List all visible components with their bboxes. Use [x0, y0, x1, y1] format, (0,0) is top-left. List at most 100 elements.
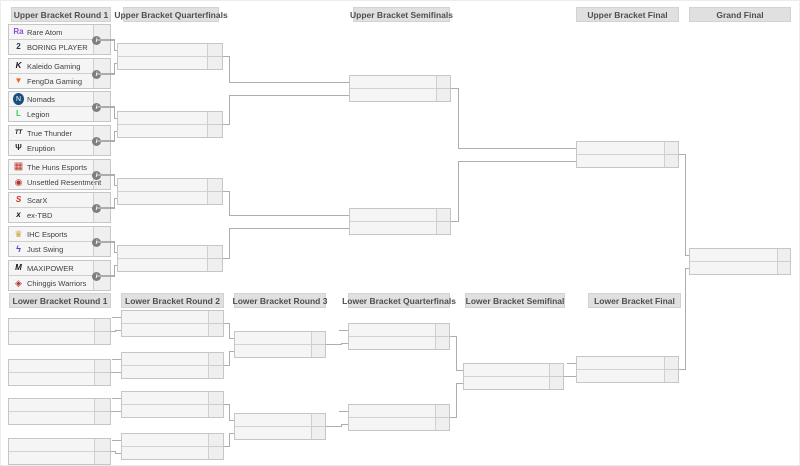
- team-logo: TT: [14, 130, 23, 136]
- team-slot[interactable]: [577, 142, 678, 154]
- match-ub-r1-1[interactable]: Ra Rare Atom 2 BORING PLAYER i: [8, 24, 111, 55]
- match-lb-r2-1[interactable]: [121, 310, 224, 337]
- match-ub-qf-3[interactable]: [117, 178, 223, 205]
- team-slot[interactable]: [9, 411, 110, 424]
- team-slot[interactable]: L Legion: [9, 106, 110, 121]
- team-slot[interactable]: N Nomads: [9, 92, 110, 106]
- match-lb-r1-1[interactable]: [8, 318, 111, 345]
- team-slot[interactable]: [118, 191, 222, 204]
- team-slot[interactable]: K Kaleido Gaming: [9, 59, 110, 73]
- connector-line: [679, 369, 686, 370]
- team-slot[interactable]: [690, 249, 790, 261]
- team-slot[interactable]: [349, 336, 449, 349]
- connector-line: [229, 56, 230, 83]
- team-slot[interactable]: [118, 56, 222, 69]
- connector-line: [112, 359, 121, 360]
- match-lb-r3-1[interactable]: [234, 331, 326, 358]
- match-lb-final[interactable]: [576, 356, 679, 383]
- team-slot[interactable]: [122, 365, 223, 378]
- connector-line: [229, 228, 349, 229]
- match-lb-r2-2[interactable]: [121, 352, 224, 379]
- info-icon[interactable]: i: [92, 70, 101, 79]
- team-slot[interactable]: [122, 404, 223, 417]
- match-ub-r1-4[interactable]: TT True Thunder Ψ Eruption i: [8, 125, 111, 156]
- team-slot[interactable]: S ScarX: [9, 193, 110, 207]
- match-lb-r1-2[interactable]: [8, 359, 111, 386]
- match-lb-sf-1[interactable]: [463, 363, 564, 390]
- team-slot[interactable]: [577, 154, 678, 167]
- match-ub-qf-1[interactable]: [117, 43, 223, 70]
- team-slot[interactable]: 2 BORING PLAYER: [9, 39, 110, 54]
- match-ub-sf-2[interactable]: [349, 208, 451, 235]
- match-lb-qf-2[interactable]: [348, 404, 450, 431]
- team-slot[interactable]: [349, 417, 449, 430]
- team-slot[interactable]: [118, 258, 222, 271]
- info-icon[interactable]: i: [92, 103, 101, 112]
- info-icon[interactable]: i: [92, 272, 101, 281]
- team-slot[interactable]: [118, 124, 222, 137]
- team-name: IHC Esports: [27, 229, 68, 239]
- team-slot[interactable]: Ra Rare Atom: [9, 25, 110, 39]
- info-icon[interactable]: i: [92, 137, 101, 146]
- team-slot[interactable]: [349, 324, 449, 336]
- team-name: Just Swing: [27, 244, 64, 254]
- team-slot[interactable]: [235, 344, 325, 357]
- connector-line: [115, 453, 121, 454]
- match-ub-r1-5[interactable]: ▦ The Huns Esports ◉ Unsettled Resentmen…: [8, 159, 111, 190]
- team-slot[interactable]: [122, 323, 223, 336]
- team-slot[interactable]: [122, 446, 223, 459]
- match-ub-r1-7[interactable]: ♛ IHC Esports ϟ Just Swing i: [8, 226, 111, 257]
- match-lb-r2-4[interactable]: [121, 433, 224, 460]
- team-slot[interactable]: x ex-TBD: [9, 207, 110, 222]
- team-name: The Huns Esports: [27, 162, 88, 172]
- match-ub-r1-3[interactable]: N Nomads L Legion i: [8, 91, 111, 122]
- team-slot[interactable]: ▦ The Huns Esports: [9, 160, 110, 174]
- connector-line: [456, 336, 457, 371]
- team-slot[interactable]: [350, 209, 450, 221]
- team-slot[interactable]: [350, 221, 450, 234]
- match-ub-r1-8[interactable]: M MAXIPOWER ◈ Chinggis Warriors i: [8, 260, 111, 291]
- connector-line: [114, 241, 115, 253]
- connector-line: [112, 398, 121, 399]
- connector-line: [112, 440, 121, 441]
- match-lb-r2-3[interactable]: [121, 391, 224, 418]
- info-icon[interactable]: i: [92, 36, 101, 45]
- match-lb-r1-4[interactable]: [8, 438, 111, 465]
- team-slot[interactable]: [9, 451, 110, 464]
- match-lb-qf-1[interactable]: [348, 323, 450, 350]
- team-slot[interactable]: [577, 369, 678, 382]
- team-slot[interactable]: [464, 376, 563, 389]
- info-icon[interactable]: i: [92, 204, 101, 213]
- match-lb-r3-2[interactable]: [234, 413, 326, 440]
- team-slot[interactable]: ♛ IHC Esports: [9, 227, 110, 241]
- match-grand-final[interactable]: [689, 248, 791, 275]
- team-slot[interactable]: [690, 261, 790, 274]
- team-slot[interactable]: [349, 405, 449, 417]
- team-slot[interactable]: ϟ Just Swing: [9, 241, 110, 256]
- info-icon[interactable]: i: [92, 171, 101, 180]
- team-slot[interactable]: [235, 426, 325, 439]
- team-slot[interactable]: [9, 372, 110, 385]
- connector-line: [111, 331, 116, 332]
- team-slot[interactable]: ▼ FengDa Gaming: [9, 73, 110, 88]
- team-slot[interactable]: [350, 76, 450, 88]
- match-lb-r1-3[interactable]: [8, 398, 111, 425]
- team-slot[interactable]: [9, 331, 110, 344]
- team-slot[interactable]: [577, 357, 678, 369]
- team-slot[interactable]: TT True Thunder: [9, 126, 110, 140]
- team-slot[interactable]: M MAXIPOWER: [9, 261, 110, 275]
- team-slot[interactable]: Ψ Eruption: [9, 140, 110, 155]
- score-column: [207, 112, 222, 137]
- match-ub-r1-2[interactable]: K Kaleido Gaming ▼ FengDa Gaming i: [8, 58, 111, 89]
- match-ub-r1-6[interactable]: S ScarX x ex-TBD i: [8, 192, 111, 223]
- team-slot[interactable]: [350, 88, 450, 101]
- team-slot[interactable]: ◉ Unsettled Resentment: [9, 174, 110, 189]
- match-ub-final[interactable]: [576, 141, 679, 168]
- info-icon[interactable]: i: [92, 238, 101, 247]
- match-ub-qf-4[interactable]: [117, 245, 223, 272]
- team-slot[interactable]: ◈ Chinggis Warriors: [9, 275, 110, 290]
- team-logo: ◈: [15, 277, 22, 288]
- match-ub-qf-2[interactable]: [117, 111, 223, 138]
- match-ub-sf-1[interactable]: [349, 75, 451, 102]
- connector-line: [229, 323, 230, 339]
